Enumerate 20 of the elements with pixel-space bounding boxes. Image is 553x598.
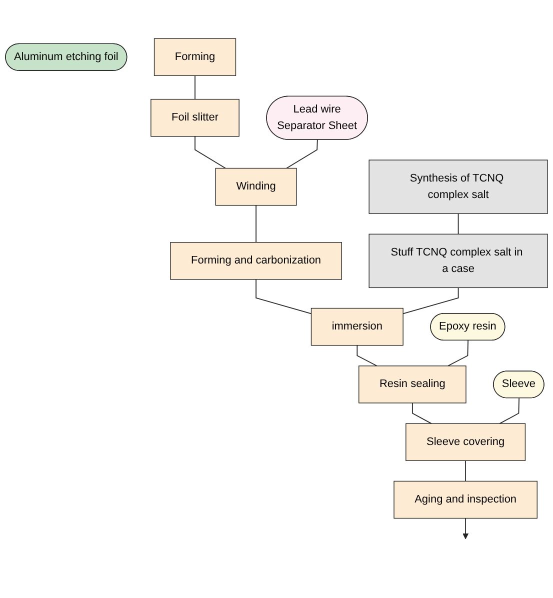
connector: [402, 287, 459, 314]
node-box: Aging and inspection: [394, 480, 538, 519]
node-box: Synthesis of TCNQ complex salt: [368, 160, 548, 214]
node-box: Forming and carbonization: [170, 242, 342, 280]
node-box: immersion: [310, 308, 404, 346]
node-box: Sleeve covering: [406, 423, 526, 461]
node-box: Forming: [154, 38, 236, 76]
connector: [286, 139, 318, 169]
connector: [412, 402, 432, 424]
connector: [256, 279, 312, 314]
arrow: [462, 518, 469, 540]
connector: [356, 344, 378, 366]
node-box: Foil slitter: [150, 98, 240, 137]
connector: [465, 460, 466, 482]
connector: [458, 213, 459, 235]
node-box: Stuff TCNQ complex salt in a case: [368, 234, 548, 288]
connector: [194, 75, 196, 100]
node-box: Winding: [215, 168, 297, 206]
connector: [194, 136, 226, 169]
node-box: Resin sealing: [358, 366, 466, 404]
